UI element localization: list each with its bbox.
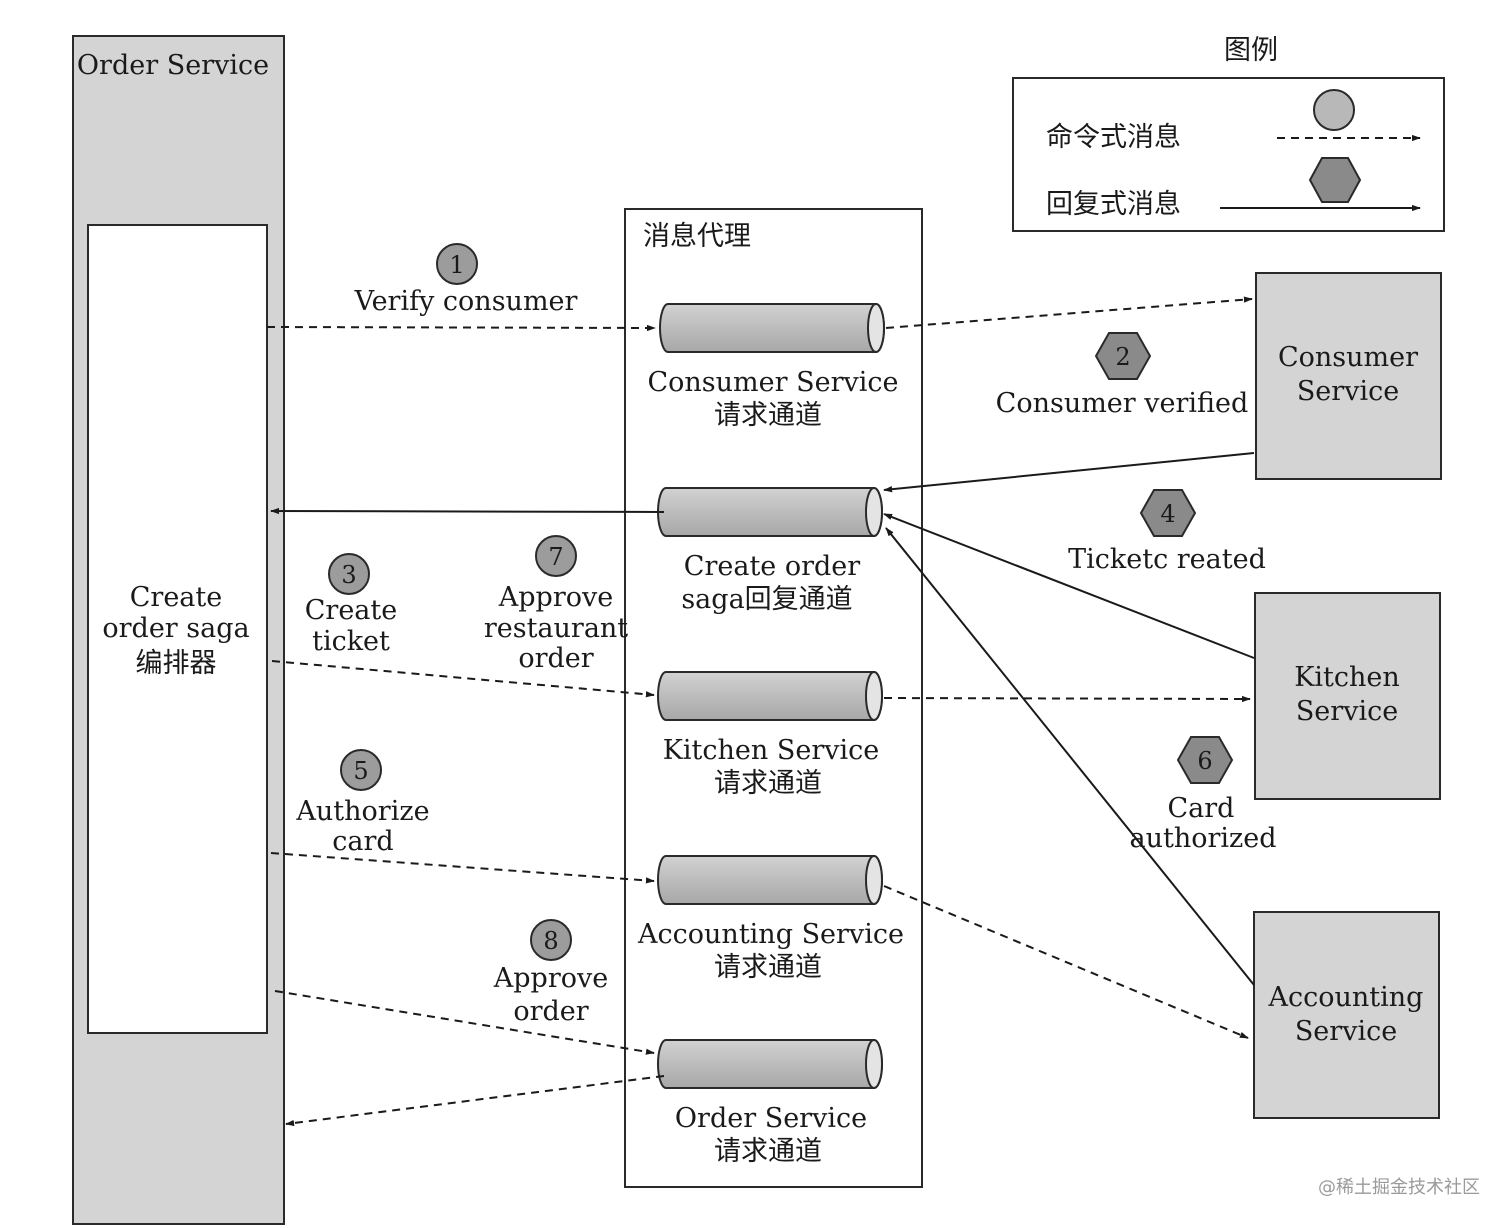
orchestrator-line-3: 编排器 — [136, 648, 217, 679]
channel-consumer-request: Consumer Service 请求通道 — [648, 303, 899, 431]
channel-accounting-label-1: Accounting Service — [637, 919, 904, 950]
step-8-number: 8 — [543, 927, 558, 955]
step-7-label-2: restaurant — [484, 613, 628, 644]
accounting-service-label-2: Service — [1295, 1016, 1397, 1047]
arrow-accounting-channel-to-service — [883, 885, 1249, 1039]
accounting-service-box: Accounting Service — [1253, 911, 1440, 1119]
channel-saga-reply: Create order saga回复通道 — [657, 487, 883, 615]
arrow-create-ticket — [271, 660, 655, 698]
broker-title: 消息代理 — [643, 221, 751, 252]
legend-command-label: 命令式消息 — [1046, 122, 1181, 153]
step-6-hexagon-icon — [1176, 736, 1234, 784]
kitchen-service-box: Kitchen Service — [1254, 592, 1441, 800]
step-2-label: Consumer verified — [996, 388, 1249, 419]
reply-hexagon-icon — [1308, 157, 1362, 203]
step-5: 5 Authorize card — [295, 749, 430, 857]
legend-title: 图例 — [1224, 35, 1278, 66]
step-3-circle-icon — [328, 553, 370, 595]
arrow-consumer-reply — [883, 452, 1255, 493]
channel-accounting-request: Accounting Service 请求通道 — [637, 855, 904, 983]
channel-kitchen-label-1: Kitchen Service — [663, 735, 880, 766]
arrow-consumer-channel-to-service — [885, 296, 1253, 329]
step-1-label: Verify consumer — [354, 286, 578, 317]
arrow-order-channel-to-order-service — [285, 1075, 665, 1127]
kitchen-service-label-1: Kitchen — [1294, 662, 1400, 693]
channel-kitchen-request: Kitchen Service 请求通道 — [657, 671, 883, 799]
step-7-label-1: Approve — [498, 582, 613, 613]
step-7-label-3: order — [518, 643, 593, 674]
kitchen-service-label-2: Service — [1296, 696, 1398, 727]
step-1-number: 1 — [449, 251, 464, 279]
command-arrows — [266, 296, 1253, 1127]
channel-reply-label-1: Create order — [684, 551, 860, 582]
step-2: 2 Consumer verified — [996, 332, 1249, 419]
arrow-kitchen-reply — [883, 513, 1255, 659]
step-8: 8 Approve order — [493, 919, 608, 1027]
step-3: 3 Create ticket — [305, 553, 397, 657]
channel-reply-label-2: saga回复通道 — [681, 584, 852, 615]
step-7-number: 7 — [548, 543, 563, 571]
channel-order-label-1: Order Service — [675, 1103, 867, 1134]
step-7-circle-icon — [535, 535, 577, 577]
step-4-number: 4 — [1160, 500, 1175, 528]
step-5-number: 5 — [353, 757, 368, 785]
step-4-hexagon-icon — [1139, 489, 1197, 537]
step-6: 6 Card authorized — [1129, 736, 1277, 854]
channel-order-label-2: 请求通道 — [714, 1136, 822, 1167]
step-3-label-2: ticket — [312, 626, 390, 657]
step-1-circle-icon — [436, 243, 478, 285]
watermark: @稀土掘金技术社区 — [1318, 1177, 1480, 1198]
step-3-label-1: Create — [305, 595, 397, 626]
step-3-number: 3 — [341, 561, 356, 589]
consumer-service-label-2: Service — [1297, 376, 1399, 407]
arrow-kitchen-channel-to-service — [883, 695, 1251, 703]
step-5-label-2: card — [332, 826, 393, 857]
arrow-reply-channel-to-orchestrator — [270, 507, 665, 515]
step-1: 1 Verify consumer — [354, 243, 578, 317]
step-4: 4 Ticketc reated — [1068, 489, 1266, 575]
step-6-label-1: Card — [1168, 793, 1235, 824]
reply-arrows — [270, 452, 1255, 986]
step-2-number: 2 — [1115, 343, 1130, 371]
orchestrator-line-2: order saga — [102, 613, 249, 644]
arrow-approve-order — [274, 990, 655, 1055]
consumer-service-box: Consumer Service — [1255, 272, 1442, 480]
step-7: 7 Approve restaurant order — [484, 535, 628, 674]
step-8-label-1: Approve — [493, 963, 608, 994]
step-6-label-2: authorized — [1129, 823, 1276, 854]
step-2-hexagon-icon — [1094, 332, 1152, 380]
arrow-authorize-card — [270, 852, 655, 884]
channel-accounting-label-2: 请求通道 — [714, 952, 822, 983]
step-8-label-2: order — [513, 996, 588, 1027]
orchestrator-line-1: Create — [130, 582, 222, 613]
channel-order-request: Order Service 请求通道 — [657, 1039, 883, 1167]
legend-reply-label: 回复式消息 — [1046, 189, 1181, 220]
step-5-circle-icon — [340, 749, 382, 791]
step-8-circle-icon — [530, 919, 572, 961]
channel-consumer-label-1: Consumer Service — [648, 367, 899, 398]
step-6-number: 6 — [1197, 747, 1212, 775]
channel-consumer-label-2: 请求通道 — [714, 400, 822, 431]
legend: 图例 命令式消息 回复式消息 — [1012, 35, 1445, 232]
arrow-verify-consumer — [266, 324, 656, 332]
order-service-title: Order Service — [77, 50, 269, 81]
accounting-service-label-1: Accounting — [1268, 982, 1424, 1013]
saga-orchestrator: Create order saga 编排器 — [87, 224, 268, 1034]
step-5-label-1: Authorize — [295, 796, 429, 827]
command-circle-icon — [1313, 89, 1355, 131]
consumer-service-label-1: Consumer — [1278, 342, 1418, 373]
channel-kitchen-label-2: 请求通道 — [714, 768, 822, 799]
arrow-accounting-reply — [885, 527, 1255, 986]
step-4-label: Ticketc reated — [1068, 544, 1266, 575]
